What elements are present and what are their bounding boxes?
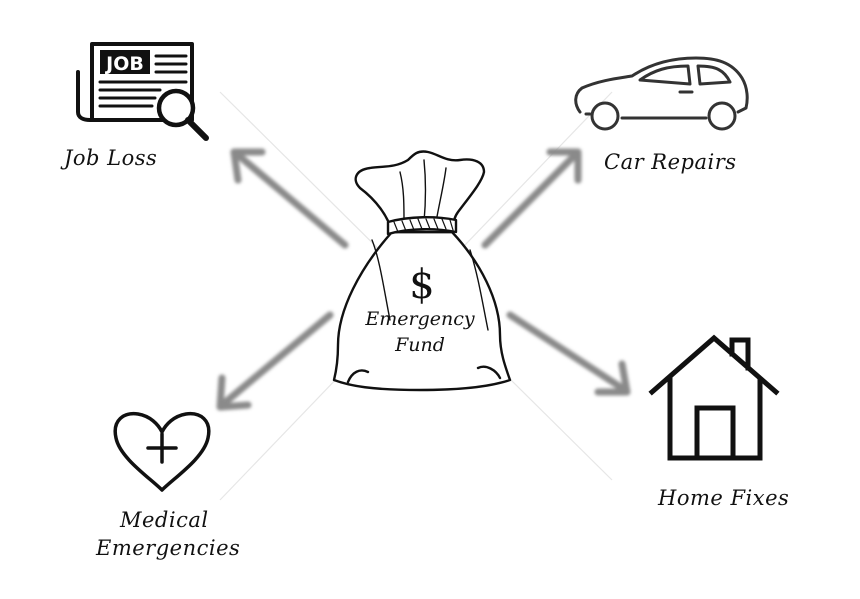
newspaper-job-search-icon (76, 42, 209, 141)
money-bag-icon (332, 150, 512, 392)
job-badge-text: JOB (104, 53, 144, 75)
medical-label-line2: Emergencies (96, 536, 241, 560)
arrow-to-job-loss (230, 148, 349, 249)
arrow-to-medical (216, 311, 334, 411)
house-icon (648, 334, 780, 461)
dollar-symbol: $ (409, 262, 434, 308)
job-loss-label: Job Loss (64, 146, 158, 170)
arrow-to-home-fixes (506, 311, 631, 396)
center-label-line2: Fund (395, 334, 445, 356)
center-label-line1: Emergency (365, 308, 475, 330)
car-repairs-label: Car Repairs (604, 150, 737, 174)
arrow-to-car-repairs (481, 148, 582, 249)
heart-plus-icon (113, 411, 211, 492)
car-icon (574, 56, 749, 131)
home-fixes-label: Home Fixes (658, 486, 790, 510)
medical-label-line1: Medical (120, 508, 209, 532)
